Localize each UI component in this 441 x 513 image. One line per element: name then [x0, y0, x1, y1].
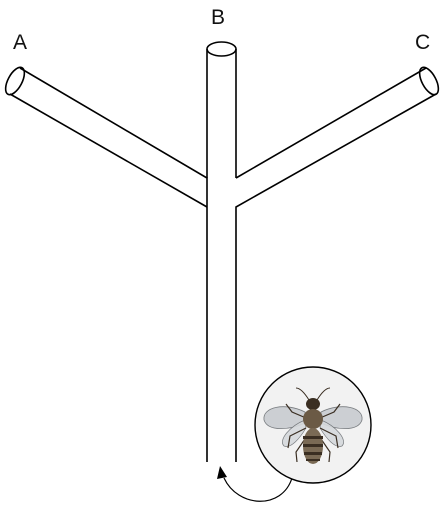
arm-label-b: B [211, 6, 225, 29]
arm-c-opening [416, 64, 441, 97]
bee-thorax [303, 409, 323, 429]
y-maze [2, 42, 441, 462]
arm-c [236, 68, 426, 178]
bee-head [306, 398, 320, 410]
arm-a-lower-edge [10, 94, 207, 207]
arm-label-c: C [415, 31, 430, 54]
arm-label-a: A [13, 31, 27, 54]
arm-b-opening [207, 42, 236, 56]
bee-icon [255, 367, 371, 483]
arm-a-opening [2, 64, 28, 97]
arm-a [20, 68, 207, 462]
